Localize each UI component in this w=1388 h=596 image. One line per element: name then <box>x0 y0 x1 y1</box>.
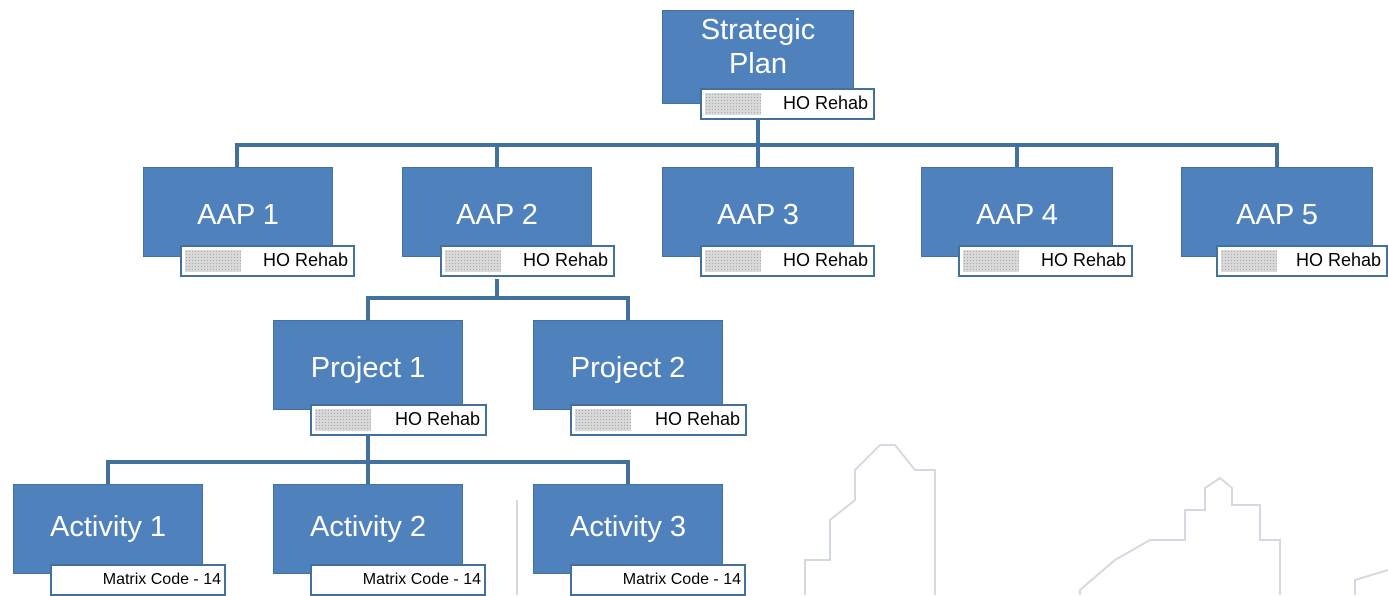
node-aap-5-subtitle: HO Rehab <box>1216 245 1388 277</box>
node-aap-4-title: AAP 4 <box>976 199 1058 231</box>
node-project-2: Project 2 <box>533 320 723 410</box>
node-activity-2-title: Activity 2 <box>309 511 427 543</box>
node-aap-2-title: AAP 2 <box>456 199 538 231</box>
connector-project1-to-activities <box>106 433 630 484</box>
node-aap-2-subtitle: HO Rehab <box>440 245 615 277</box>
node-aap-5: AAP 5 <box>1181 167 1373 257</box>
dot-pattern <box>315 409 371 431</box>
node-project-1-title: Project 1 <box>310 352 426 384</box>
node-aap-2: AAP 2 <box>402 167 592 257</box>
dot-pattern <box>445 250 501 272</box>
node-project-2-subtitle: HO Rehab <box>570 404 747 436</box>
node-aap-1-title: AAP 1 <box>197 199 279 231</box>
node-aap-3: AAP 3 <box>662 167 854 257</box>
node-activity-3-subtitle: Matrix Code - 14 <box>570 564 746 596</box>
node-activity-3-title: Activity 3 <box>569 511 687 543</box>
dot-pattern <box>1221 250 1277 272</box>
connector-root-to-aap <box>235 119 1279 167</box>
node-aap-3-subtitle: HO Rehab <box>700 245 875 277</box>
dot-pattern <box>705 93 761 115</box>
dot-pattern <box>963 250 1019 272</box>
node-aap-1: AAP 1 <box>143 167 333 257</box>
node-activity-3: Activity 3 <box>533 484 723 574</box>
node-aap-1-subtitle: HO Rehab <box>180 245 355 277</box>
node-project-1-subtitle: HO Rehab <box>310 404 487 436</box>
dot-pattern <box>575 409 631 431</box>
node-aap-5-title: AAP 5 <box>1236 199 1318 231</box>
node-aap-3-title: AAP 3 <box>717 199 799 231</box>
node-project-2-title: Project 2 <box>570 352 686 384</box>
node-aap-4-subtitle: HO Rehab <box>958 245 1133 277</box>
node-activity-1-title: Activity 1 <box>49 511 167 543</box>
node-strategic-plan-subtitle: HO Rehab <box>700 88 875 120</box>
node-activity-2-subtitle: Matrix Code - 14 <box>310 564 486 596</box>
node-project-1: Project 1 <box>273 320 463 410</box>
node-activity-1: Activity 1 <box>13 484 203 574</box>
node-aap-4: AAP 4 <box>921 167 1113 257</box>
dot-pattern <box>705 250 761 272</box>
node-activity-2: Activity 2 <box>273 484 463 574</box>
connector-aap2-to-projects <box>366 279 630 320</box>
dot-pattern <box>185 250 241 272</box>
node-activity-1-subtitle: Matrix Code - 14 <box>50 564 226 596</box>
node-strategic-plan-title: Strategic Plan <box>700 14 816 80</box>
